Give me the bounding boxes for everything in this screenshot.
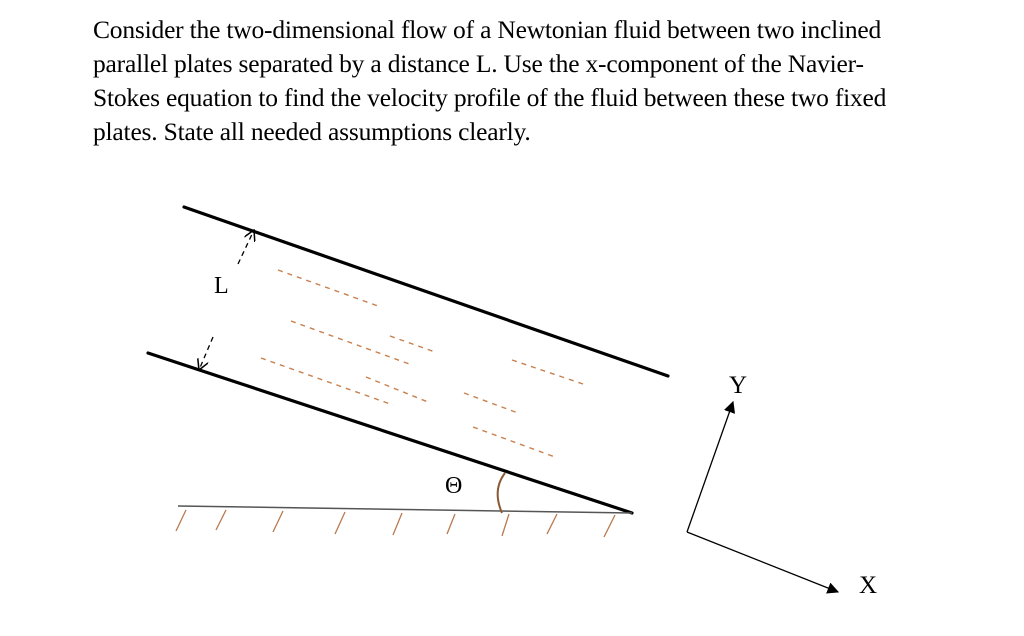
gap-label: L (214, 273, 229, 299)
x-axis-label: X (859, 572, 877, 599)
problem-line-1: Consider the two-dimensional flow of a N… (93, 15, 882, 44)
angle-arc (496, 472, 506, 514)
ground-line (177, 505, 633, 514)
upper-plate (182, 205, 670, 378)
y-axis-arrow (686, 400, 736, 533)
gap-arrow-up (237, 230, 254, 265)
problem-line-4: plates. State all needed assumptions cle… (93, 117, 531, 146)
y-axis-label: Y (729, 372, 747, 399)
problem-line-2: parallel plates separated by a distance … (93, 49, 864, 78)
x-axis-arrow (686, 531, 840, 594)
flow-streamlines (260, 269, 587, 458)
angle-label: Θ (445, 473, 462, 499)
gap-dimension: L (199, 230, 254, 370)
problem-statement: Consider the two-dimensional flow of a N… (93, 13, 993, 149)
problem-line-3: Stokes equation to find the velocity pro… (93, 83, 887, 112)
lower-plate (146, 351, 634, 515)
gap-arrow-down (199, 336, 214, 370)
coordinate-axes: Y X (686, 372, 877, 599)
ground-hatching (175, 509, 616, 538)
